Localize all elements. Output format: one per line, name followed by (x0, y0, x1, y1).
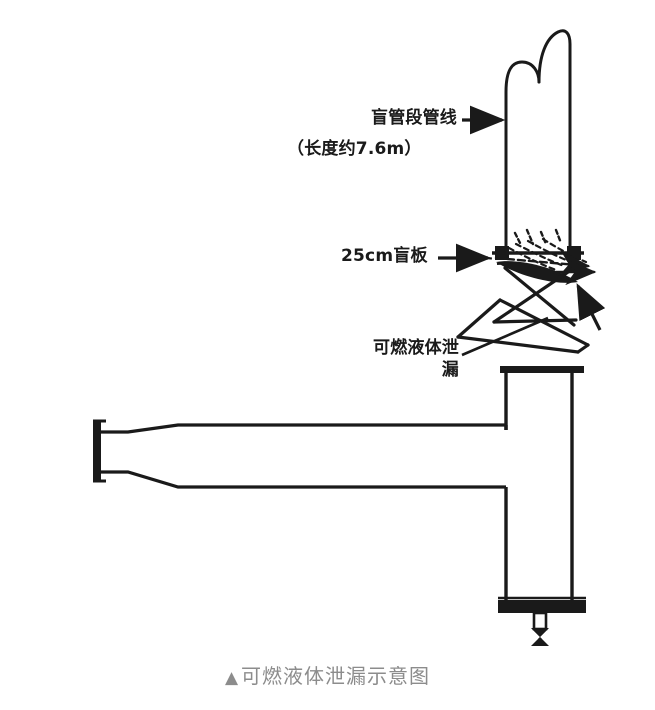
figure-caption: ▲可燃液体泄漏示意图 (0, 660, 655, 689)
support-base-brace (456, 335, 580, 354)
lower-pipe-top-flange (500, 366, 584, 373)
label-blind-pipe-length: （长度约7.6m） (287, 139, 422, 159)
horizontal-pipe (100, 423, 508, 489)
drain-neck (532, 611, 548, 631)
base-flange-plate (498, 600, 586, 613)
lower-vertical-pipe (500, 366, 584, 604)
support-cross-brace-2 (498, 298, 590, 347)
support-corner (576, 343, 590, 354)
drain-valve-body (531, 628, 549, 646)
support-leg-1 (503, 266, 576, 327)
support-frame (456, 266, 590, 354)
label-leak: 可燃液体泄漏 (373, 338, 459, 380)
horizontal-pipe-bottom-wall (100, 470, 506, 489)
pipe-break-line (504, 60, 541, 94)
blind-plate-flange (492, 246, 584, 283)
support-cross-brace-1 (492, 318, 578, 324)
leak-callout-arrow (576, 283, 606, 331)
base-assembly (498, 596, 586, 646)
triangle-marker-icon: ▲ (224, 668, 240, 688)
support-leg-2 (492, 266, 576, 324)
upper-vertical-pipe (504, 29, 572, 250)
label-blind-plate: 25cm盲板 (341, 246, 428, 266)
figure-caption-text: 可燃液体泄漏示意图 (241, 664, 431, 688)
label-blind-pipe: 盲管段管线 (371, 108, 457, 128)
left-flange-plate (93, 421, 101, 481)
left-end-flange (93, 419, 106, 483)
leak-label-leader-line (461, 316, 549, 357)
support-extension (456, 298, 502, 339)
horizontal-pipe-top-wall (100, 423, 506, 434)
pipe-break-line-right (537, 29, 572, 84)
leak-spray (494, 237, 597, 286)
internal-liquid-streaks (513, 228, 563, 246)
